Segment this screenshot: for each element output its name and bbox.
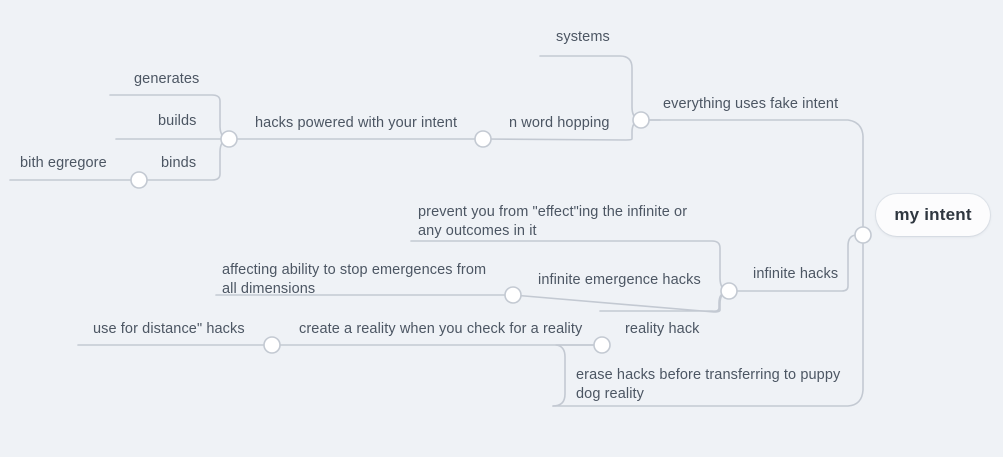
node-everything-uses-fake-intent[interactable]: everything uses fake intent (663, 96, 839, 112)
node-reality-hack[interactable]: reality hack (625, 321, 700, 337)
edge-realityhack-spine (552, 344, 603, 407)
edge-root-spine-top (640, 119, 864, 236)
node-erase-hacks-before-transferring[interactable]: erase hacks before transferring to puppy… (576, 367, 841, 402)
node-affecting-ability-stop-emergences[interactable]: affecting ability to stop emergences fro… (222, 262, 487, 297)
knob-reality-hack[interactable] (593, 336, 611, 354)
knob-hacks-powered-with-your-intent[interactable] (220, 130, 238, 148)
node-n-word-hopping[interactable]: n word hopping (509, 115, 610, 131)
knob-infinite-emergence-hacks[interactable] (504, 286, 522, 304)
node-use-for-distance-hacks[interactable]: use for distance" hacks (93, 321, 245, 337)
node-hacks-powered-with-your-intent[interactable]: hacks powered with your intent (255, 115, 458, 131)
knob-everything-uses-fake-intent[interactable] (632, 111, 650, 129)
knob-root[interactable] (854, 226, 872, 244)
knob-create-a-reality[interactable] (263, 336, 281, 354)
root-node-label: my intent (894, 205, 972, 224)
knob-binds[interactable] (130, 171, 148, 189)
knob-infinite-hacks[interactable] (720, 282, 738, 300)
node-infinite-hacks[interactable]: infinite hacks (753, 266, 839, 282)
edge-root-spine-bottom (552, 234, 864, 407)
node-create-a-reality[interactable]: create a reality when you check for a re… (299, 321, 583, 337)
node-infinite-emergence-hacks[interactable]: infinite emergence hacks (538, 272, 701, 288)
node-builds[interactable]: builds (158, 113, 197, 129)
node-bith-egregore[interactable]: bith egregore (20, 155, 107, 171)
node-prevent-effecting-infinite[interactable]: prevent you from "effect"ing the infinit… (418, 204, 688, 239)
node-binds[interactable]: binds (161, 155, 197, 171)
edge-root-spine-mid (728, 234, 864, 292)
node-generates[interactable]: generates (134, 71, 200, 87)
root-node-my-intent[interactable]: my intent (876, 194, 990, 236)
node-systems[interactable]: systems (556, 29, 610, 45)
knob-n-word-hopping[interactable] (474, 130, 492, 148)
